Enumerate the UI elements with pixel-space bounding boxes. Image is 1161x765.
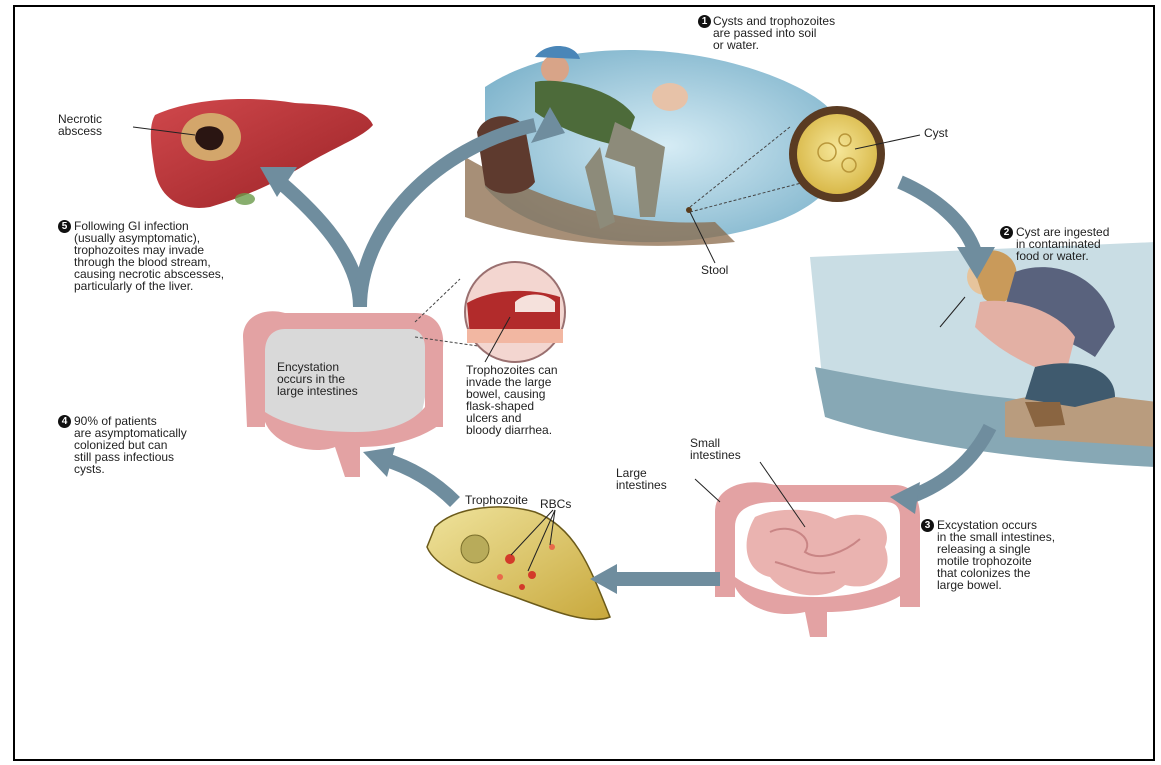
rbcs-label: RBCs <box>540 498 571 510</box>
step-2-number: 2 <box>1000 226 1013 239</box>
step-1-text: Cysts and trophozoites are passed into s… <box>713 15 835 51</box>
step-2-text: Cyst are ingested in contaminated food o… <box>1016 226 1109 262</box>
trophozoite-illustration <box>427 507 610 619</box>
step-1-number: 1 <box>698 15 711 28</box>
step-3-text: Excystation occurs in the small intestin… <box>937 519 1055 591</box>
step-4-text: 90% of patients are asymptomatically col… <box>74 415 187 475</box>
stool-label: Stool <box>701 264 728 276</box>
liver-illustration <box>133 99 373 208</box>
small-intestines-label: Small intestines <box>690 437 741 461</box>
encystation-label: Encystation occurs in the large intestin… <box>277 361 358 397</box>
step-5-text: Following GI infection (usually asymptom… <box>74 220 224 292</box>
diagram-frame: Necrotic abscess Cyst Stool Encystation … <box>13 5 1155 761</box>
trophozoite-label: Trophozoite <box>465 494 528 506</box>
large-intestines-label: Large intestines <box>616 467 667 491</box>
step-3-number: 3 <box>921 519 934 532</box>
intestines-illustration <box>695 462 920 637</box>
step-5-number: 5 <box>58 220 71 233</box>
step-4-number: 4 <box>58 415 71 428</box>
trophozoites-invade-label: Trophozoites can invade the large bowel,… <box>466 364 558 436</box>
cyst-label: Cyst <box>924 127 948 139</box>
large-intestine-left <box>243 167 443 477</box>
life-cycle-artwork <box>15 7 1155 761</box>
necrotic-abscess-label: Necrotic abscess <box>58 113 102 137</box>
